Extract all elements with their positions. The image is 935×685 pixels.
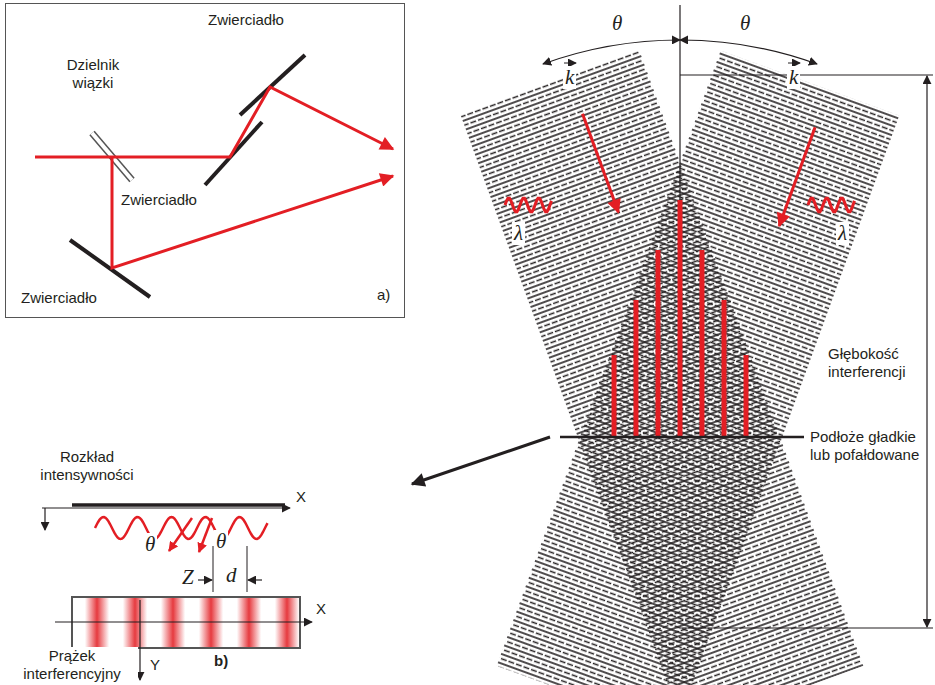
angle-arc <box>543 40 680 64</box>
dimension-arrow <box>198 579 212 580</box>
pointer-arrow <box>412 437 550 484</box>
fringe-bar <box>612 355 617 437</box>
z-axis <box>44 508 45 530</box>
symbol-label: θ <box>143 533 157 556</box>
text-label: b) <box>212 652 230 670</box>
fringe-bar <box>634 300 639 437</box>
text-label: X <box>294 488 308 506</box>
symbol-label: k <box>787 66 800 89</box>
fringe-bar <box>700 250 705 437</box>
vector-mark <box>788 63 800 64</box>
text-label: Y <box>148 656 162 674</box>
x-axis <box>55 621 312 622</box>
symbol-label: λ <box>512 222 525 245</box>
wavelength-squiggle <box>505 198 552 211</box>
symbol-label: d <box>224 564 239 587</box>
substrate-bar <box>72 503 285 507</box>
wave-vector-arrow <box>583 114 619 213</box>
dimension-arrow <box>926 76 927 627</box>
symbol-label: λ <box>836 222 849 245</box>
dimension-tick <box>247 546 248 592</box>
part-label: Dzielnik wiązki <box>51 56 135 92</box>
symbol-label: k <box>563 66 576 89</box>
fringe-bar <box>678 200 683 437</box>
laser-beam <box>35 87 393 157</box>
symbol-label: θ <box>214 530 228 553</box>
beam-arrow <box>169 518 192 551</box>
intensity-wave <box>95 517 268 539</box>
part-label: Zwierciadło <box>19 289 99 307</box>
text-label: X <box>314 600 328 618</box>
interference-fringes <box>612 200 749 437</box>
text-label: Prążek interferencyjny <box>6 647 138 683</box>
text-label: Głębokość interferencji <box>826 345 926 381</box>
dimension-arrow <box>248 579 262 580</box>
dimension-line <box>680 74 933 75</box>
symbol-label: θ <box>610 12 624 35</box>
inset-panel: ZwierciadłoDzielnik wiązkiZwierciadłoZwi… <box>5 3 405 318</box>
substrate-line <box>560 436 804 439</box>
x-axis <box>42 507 290 508</box>
laser-beam <box>112 157 393 268</box>
fringe-bar <box>656 250 661 437</box>
fringe-bar <box>744 355 749 437</box>
vector-mark <box>564 63 576 64</box>
part-label: Zwierciadło <box>206 11 286 29</box>
mirror <box>240 55 305 115</box>
fringe-bar <box>722 300 727 437</box>
inset-optics <box>35 55 393 297</box>
part-label: Zwierciadło <box>119 191 199 209</box>
dimension-line <box>680 627 933 628</box>
axis-line <box>679 5 680 200</box>
text-label: Podłoże gładkie lub pofałdowane <box>808 428 924 464</box>
wave-vector-arrow <box>779 127 815 226</box>
symbol-label: θ <box>738 12 752 35</box>
part-label: a) <box>375 286 392 304</box>
angle-arc <box>680 40 817 64</box>
symbol-label: Z <box>180 566 196 589</box>
wavelength-squiggle <box>808 198 855 211</box>
y-axis <box>139 600 140 680</box>
text-label: Rozkład intensywności <box>20 448 154 484</box>
